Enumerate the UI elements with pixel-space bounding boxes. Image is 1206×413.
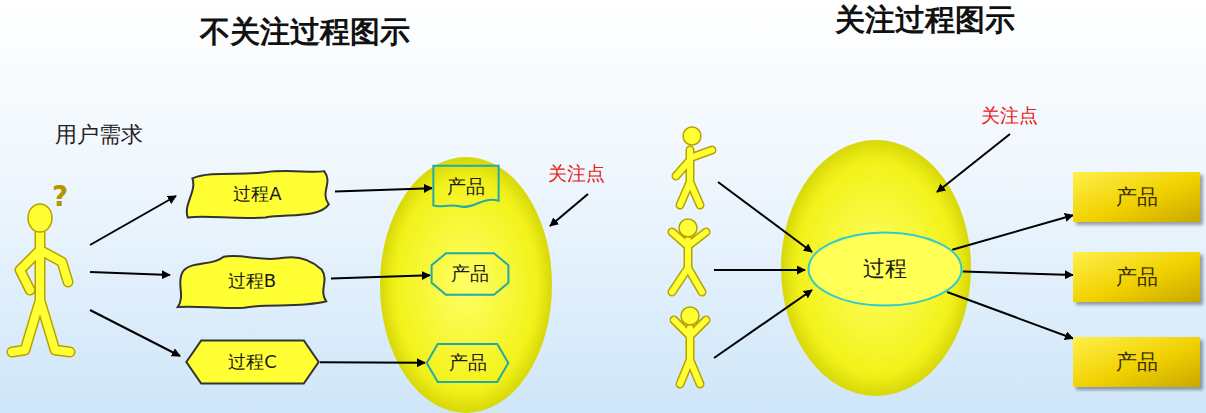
diagram-title: 不关注过程图示 bbox=[200, 14, 410, 49]
process-blob: 过程B bbox=[173, 252, 331, 310]
question-mark-box: ? bbox=[52, 180, 82, 213]
node-text: 产品 bbox=[1116, 263, 1158, 291]
product-box: 产品 bbox=[1073, 337, 1200, 387]
input-label-box: 用户需求 bbox=[55, 120, 195, 150]
focus-ellipse bbox=[781, 140, 971, 396]
node-text: 产品 bbox=[1116, 348, 1158, 376]
node-text: 产品 bbox=[447, 174, 485, 200]
product-shape: 产品 bbox=[430, 252, 510, 296]
node-text: 产品 bbox=[1116, 183, 1158, 211]
flow-arrow bbox=[335, 188, 432, 191]
product-shape: 产品 bbox=[425, 342, 510, 384]
focus-label: 关注点 bbox=[981, 104, 1038, 126]
flow-arrow bbox=[331, 275, 430, 278]
process-hexagon: 过程C bbox=[185, 338, 320, 386]
user-figure bbox=[12, 204, 70, 352]
focus-label-box: 关注点 bbox=[981, 103, 1071, 129]
node-text: 过程 bbox=[863, 254, 907, 284]
node-text: 过程B bbox=[228, 269, 276, 293]
node-text: 产品 bbox=[449, 350, 487, 376]
diagram-title-box: 关注过程图示 bbox=[770, 0, 1080, 41]
question-mark: ? bbox=[52, 180, 68, 213]
product-box: 产品 bbox=[1073, 172, 1200, 222]
input-label: 用户需求 bbox=[55, 122, 143, 147]
leader-arrows bbox=[550, 134, 1010, 226]
process-ellipse: 过程 bbox=[807, 231, 963, 307]
flow-arrow bbox=[952, 215, 1073, 250]
node-text: 产品 bbox=[451, 261, 489, 287]
flow-arrow bbox=[320, 361, 425, 363]
flow-arrow bbox=[963, 271, 1073, 275]
focus-label: 关注点 bbox=[548, 162, 605, 184]
title-box: 不关注过程图示 bbox=[150, 12, 460, 53]
focus-ellipse bbox=[380, 157, 552, 413]
user-figure bbox=[672, 127, 712, 384]
diagram-title: 关注过程图示 bbox=[835, 2, 1015, 37]
focus-label-box: 关注点 bbox=[548, 161, 638, 187]
flow-arrow bbox=[947, 292, 1073, 339]
process-blob: 过程A bbox=[180, 168, 335, 220]
product-shape: 产品 bbox=[432, 164, 500, 210]
product-box: 产品 bbox=[1073, 252, 1200, 302]
node-text: 过程A bbox=[233, 182, 281, 206]
node-text: 过程C bbox=[228, 350, 277, 374]
